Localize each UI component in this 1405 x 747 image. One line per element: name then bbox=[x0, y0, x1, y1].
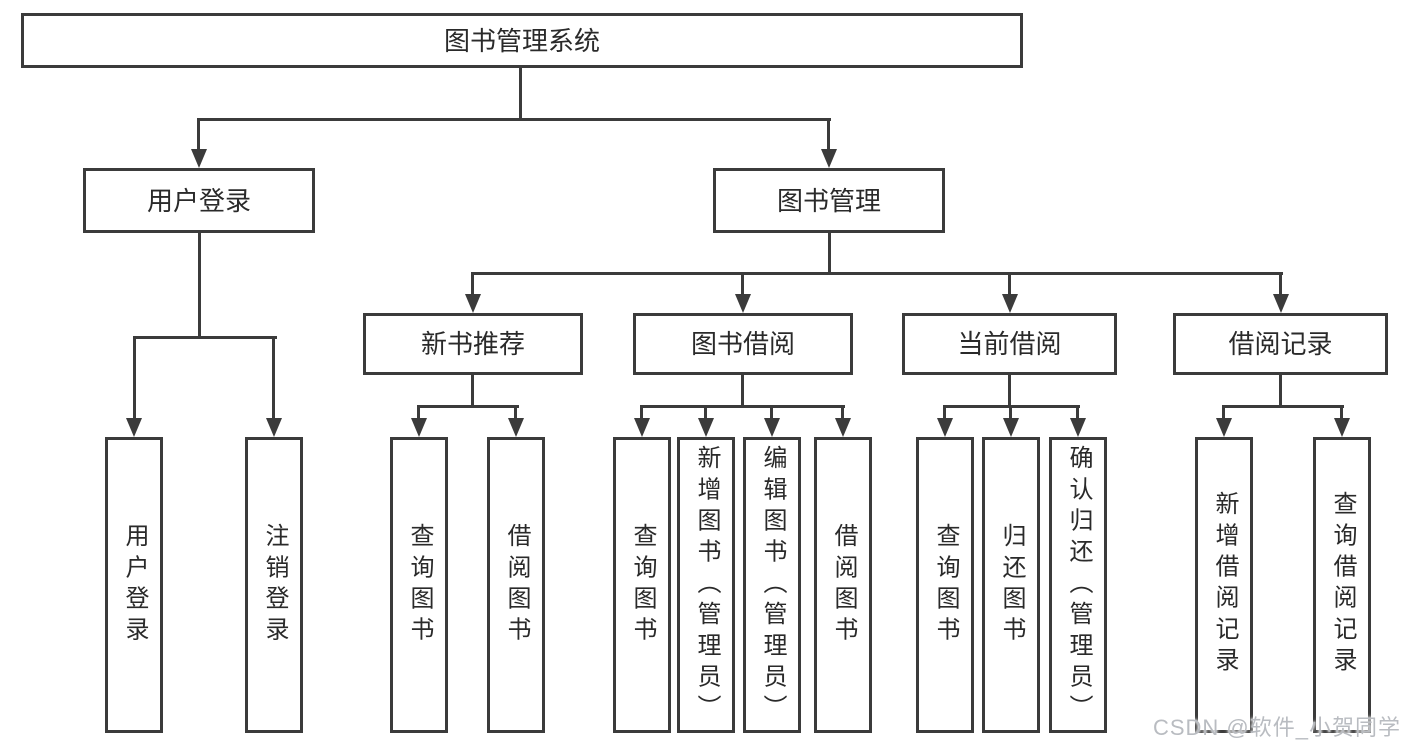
arrow-down-icon bbox=[266, 418, 282, 437]
arrow-down-icon bbox=[634, 418, 650, 437]
connector-line bbox=[1076, 405, 1079, 420]
arrow-down-icon bbox=[465, 294, 481, 313]
arrow-down-icon bbox=[508, 418, 524, 437]
leaf-borrow-borrow-books: 借阅图书 bbox=[814, 437, 872, 733]
connector-line bbox=[514, 405, 517, 420]
leaf-current-return-books: 归还图书 bbox=[982, 437, 1040, 733]
leaf-newbook-borrow-books: 借阅图书 bbox=[487, 437, 545, 733]
arrow-down-icon bbox=[821, 149, 837, 168]
connector-line bbox=[418, 405, 519, 408]
arrow-down-icon bbox=[1070, 418, 1086, 437]
node-user-login: 用户登录 bbox=[83, 168, 315, 233]
arrow-down-icon bbox=[1273, 294, 1289, 313]
connector-line bbox=[471, 375, 474, 408]
leaf-borrow-search-books: 查询图书 bbox=[613, 437, 671, 733]
arrow-down-icon bbox=[1216, 418, 1232, 437]
node-current-borrowing: 当前借阅 bbox=[902, 313, 1117, 375]
connector-line bbox=[417, 405, 420, 420]
connector-line bbox=[1009, 405, 1012, 420]
node-library-management-system: 图书管理系统 bbox=[21, 13, 1023, 68]
connector-line bbox=[519, 68, 522, 121]
leaf-newbook-search-books: 查询图书 bbox=[390, 437, 448, 733]
csdn-watermark: CSDN @软件_小贺同学 bbox=[1152, 715, 1401, 740]
connector-line bbox=[704, 405, 707, 420]
connector-line bbox=[1008, 375, 1011, 408]
connector-line bbox=[841, 405, 844, 420]
connector-line bbox=[197, 118, 831, 121]
connector-line bbox=[198, 233, 201, 339]
node-book-borrowing: 图书借阅 bbox=[633, 313, 853, 375]
arrow-down-icon bbox=[735, 294, 751, 313]
node-borrowing-records: 借阅记录 bbox=[1173, 313, 1388, 375]
connector-line bbox=[770, 405, 773, 420]
leaf-user-login: 用户登录 bbox=[105, 437, 163, 733]
leaf-current-confirm-return-admin: 确认归还（管理员） bbox=[1049, 437, 1107, 733]
leaf-records-search-record: 查询借阅记录 bbox=[1313, 437, 1371, 733]
leaf-borrow-add-book-admin: 新增图书（管理员） bbox=[677, 437, 735, 733]
arrow-down-icon bbox=[937, 418, 953, 437]
connector-line bbox=[471, 272, 474, 296]
arrow-down-icon bbox=[764, 418, 780, 437]
connector-line bbox=[828, 233, 831, 275]
connector-line bbox=[1279, 375, 1282, 408]
connector-line bbox=[640, 405, 643, 420]
arrow-down-icon bbox=[1002, 294, 1018, 313]
connector-line bbox=[640, 405, 845, 408]
node-book-management: 图书管理 bbox=[713, 168, 945, 233]
connector-line bbox=[133, 336, 136, 420]
connector-line bbox=[827, 118, 830, 151]
leaf-borrow-edit-book-admin: 编辑图书（管理员） bbox=[743, 437, 801, 733]
connector-line bbox=[943, 405, 946, 420]
arrow-down-icon bbox=[126, 418, 142, 437]
leaf-current-search-books: 查询图书 bbox=[916, 437, 974, 733]
arrow-down-icon bbox=[1003, 418, 1019, 437]
arrow-down-icon bbox=[835, 418, 851, 437]
leaf-records-add-record: 新增借阅记录 bbox=[1195, 437, 1253, 733]
connector-line bbox=[471, 272, 1283, 275]
connector-line bbox=[741, 375, 744, 408]
arrow-down-icon bbox=[191, 149, 207, 168]
node-new-book-recommendation: 新书推荐 bbox=[363, 313, 583, 375]
connector-line bbox=[1222, 405, 1225, 420]
connector-line bbox=[1340, 405, 1343, 420]
connector-line bbox=[133, 336, 277, 339]
arrow-down-icon bbox=[411, 418, 427, 437]
connector-line bbox=[741, 272, 744, 296]
connector-line bbox=[197, 118, 200, 151]
connector-line bbox=[1222, 405, 1344, 408]
connector-line bbox=[272, 336, 275, 420]
leaf-logout: 注销登录 bbox=[245, 437, 303, 733]
arrow-down-icon bbox=[698, 418, 714, 437]
arrow-down-icon bbox=[1334, 418, 1350, 437]
connector-line bbox=[1008, 272, 1011, 296]
connector-line bbox=[1279, 272, 1282, 296]
